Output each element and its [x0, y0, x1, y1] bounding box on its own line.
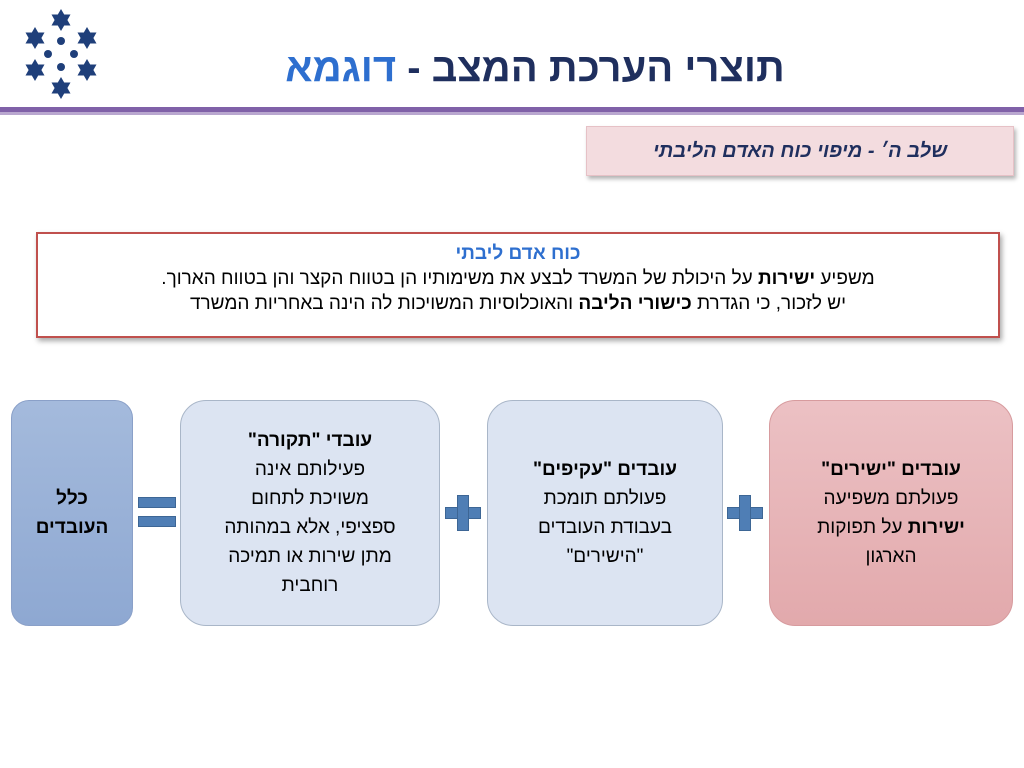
- card-overhead-line-2: משויכת לתחום: [251, 488, 369, 509]
- card-direct-line-1: פעולתם משפיעה: [823, 488, 959, 509]
- card-indirect-line-1: פעולתם תומכת: [543, 488, 667, 509]
- card-overhead-line-3: ספציפי, אלא במהותה: [224, 517, 396, 538]
- plus-icon: [445, 495, 481, 531]
- card-overhead-line-4: מתן שירות או תמיכה: [228, 546, 392, 567]
- info-line-1-post: על היכולת של המשרד לבצע את משימותיו הן ב…: [161, 268, 753, 289]
- plus-icon: [727, 495, 763, 531]
- equals-icon: [138, 497, 176, 529]
- card-direct-workers: עובדים "ישירים" פעולתם משפיעה ישירות על …: [769, 400, 1013, 626]
- info-line-1-bold: ישירות: [757, 268, 816, 289]
- title-main: תוצרי הערכת המצב: [431, 46, 785, 90]
- info-title: כוח אדם ליבתי: [455, 243, 581, 264]
- card-overhead-title: עובדי "תקורה": [247, 430, 373, 451]
- card-direct-line-2-post: על תפוקות: [817, 517, 903, 538]
- info-line-2-post: והאוכלוסיות המשויכות לה הינה באחריות המש…: [189, 293, 574, 314]
- info-line-2-bold: כישורי הליבה: [578, 293, 692, 314]
- card-direct-line-2-bold: ישירות: [907, 517, 965, 538]
- card-indirect-title: עובדים "עקיפים": [533, 459, 677, 480]
- page-title: תוצרי הערכת המצב - דוגמא: [180, 38, 890, 98]
- info-line-1-pre: משפיע: [820, 268, 875, 289]
- card-overhead-line-1: פעילותם אינה: [254, 459, 366, 480]
- info-line-2: יש לזכור, כי הגדרת כישורי הליבה והאוכלוס…: [38, 291, 998, 316]
- card-indirect-line-3: "הישירים": [566, 546, 644, 567]
- header-divider: [0, 107, 1024, 112]
- card-indirect-workers: עובדים "עקיפים" פעולתם תומכת בעבודת העוב…: [487, 400, 723, 626]
- title-separator: -: [407, 46, 421, 90]
- card-overhead-workers: עובדי "תקורה" פעילותם אינה משויכת לתחום …: [180, 400, 440, 626]
- info-line-2-pre: יש לזכור, כי הגדרת: [696, 293, 847, 314]
- title-accent: דוגמא: [285, 46, 397, 90]
- card-total-line-2: העובדים: [35, 517, 109, 538]
- card-direct-line-2: ישירות על תפוקות: [817, 513, 965, 542]
- card-indirect-line-2: בעבודת העובדים: [537, 517, 673, 538]
- header-divider-secondary: [0, 112, 1024, 115]
- card-all-workers: כלל העובדים: [11, 400, 133, 626]
- card-overhead-line-5: רוחבית: [281, 575, 339, 596]
- info-box: כוח אדם ליבתי משפיע ישירות על היכולת של …: [36, 232, 1000, 338]
- card-direct-line-3: הארגון: [865, 546, 917, 567]
- info-line-1: משפיע ישירות על היכולת של המשרד לבצע את …: [38, 266, 998, 291]
- card-direct-title: עובדים "ישירים": [821, 459, 961, 480]
- stage-label: שלב ה׳ - מיפוי כוח האדם הליבתי: [652, 139, 948, 162]
- card-total-line-1: כלל: [56, 488, 88, 509]
- stage-label-box: שלב ה׳ - מיפוי כוח האדם הליבתי: [586, 126, 1014, 176]
- logo: [18, 8, 104, 102]
